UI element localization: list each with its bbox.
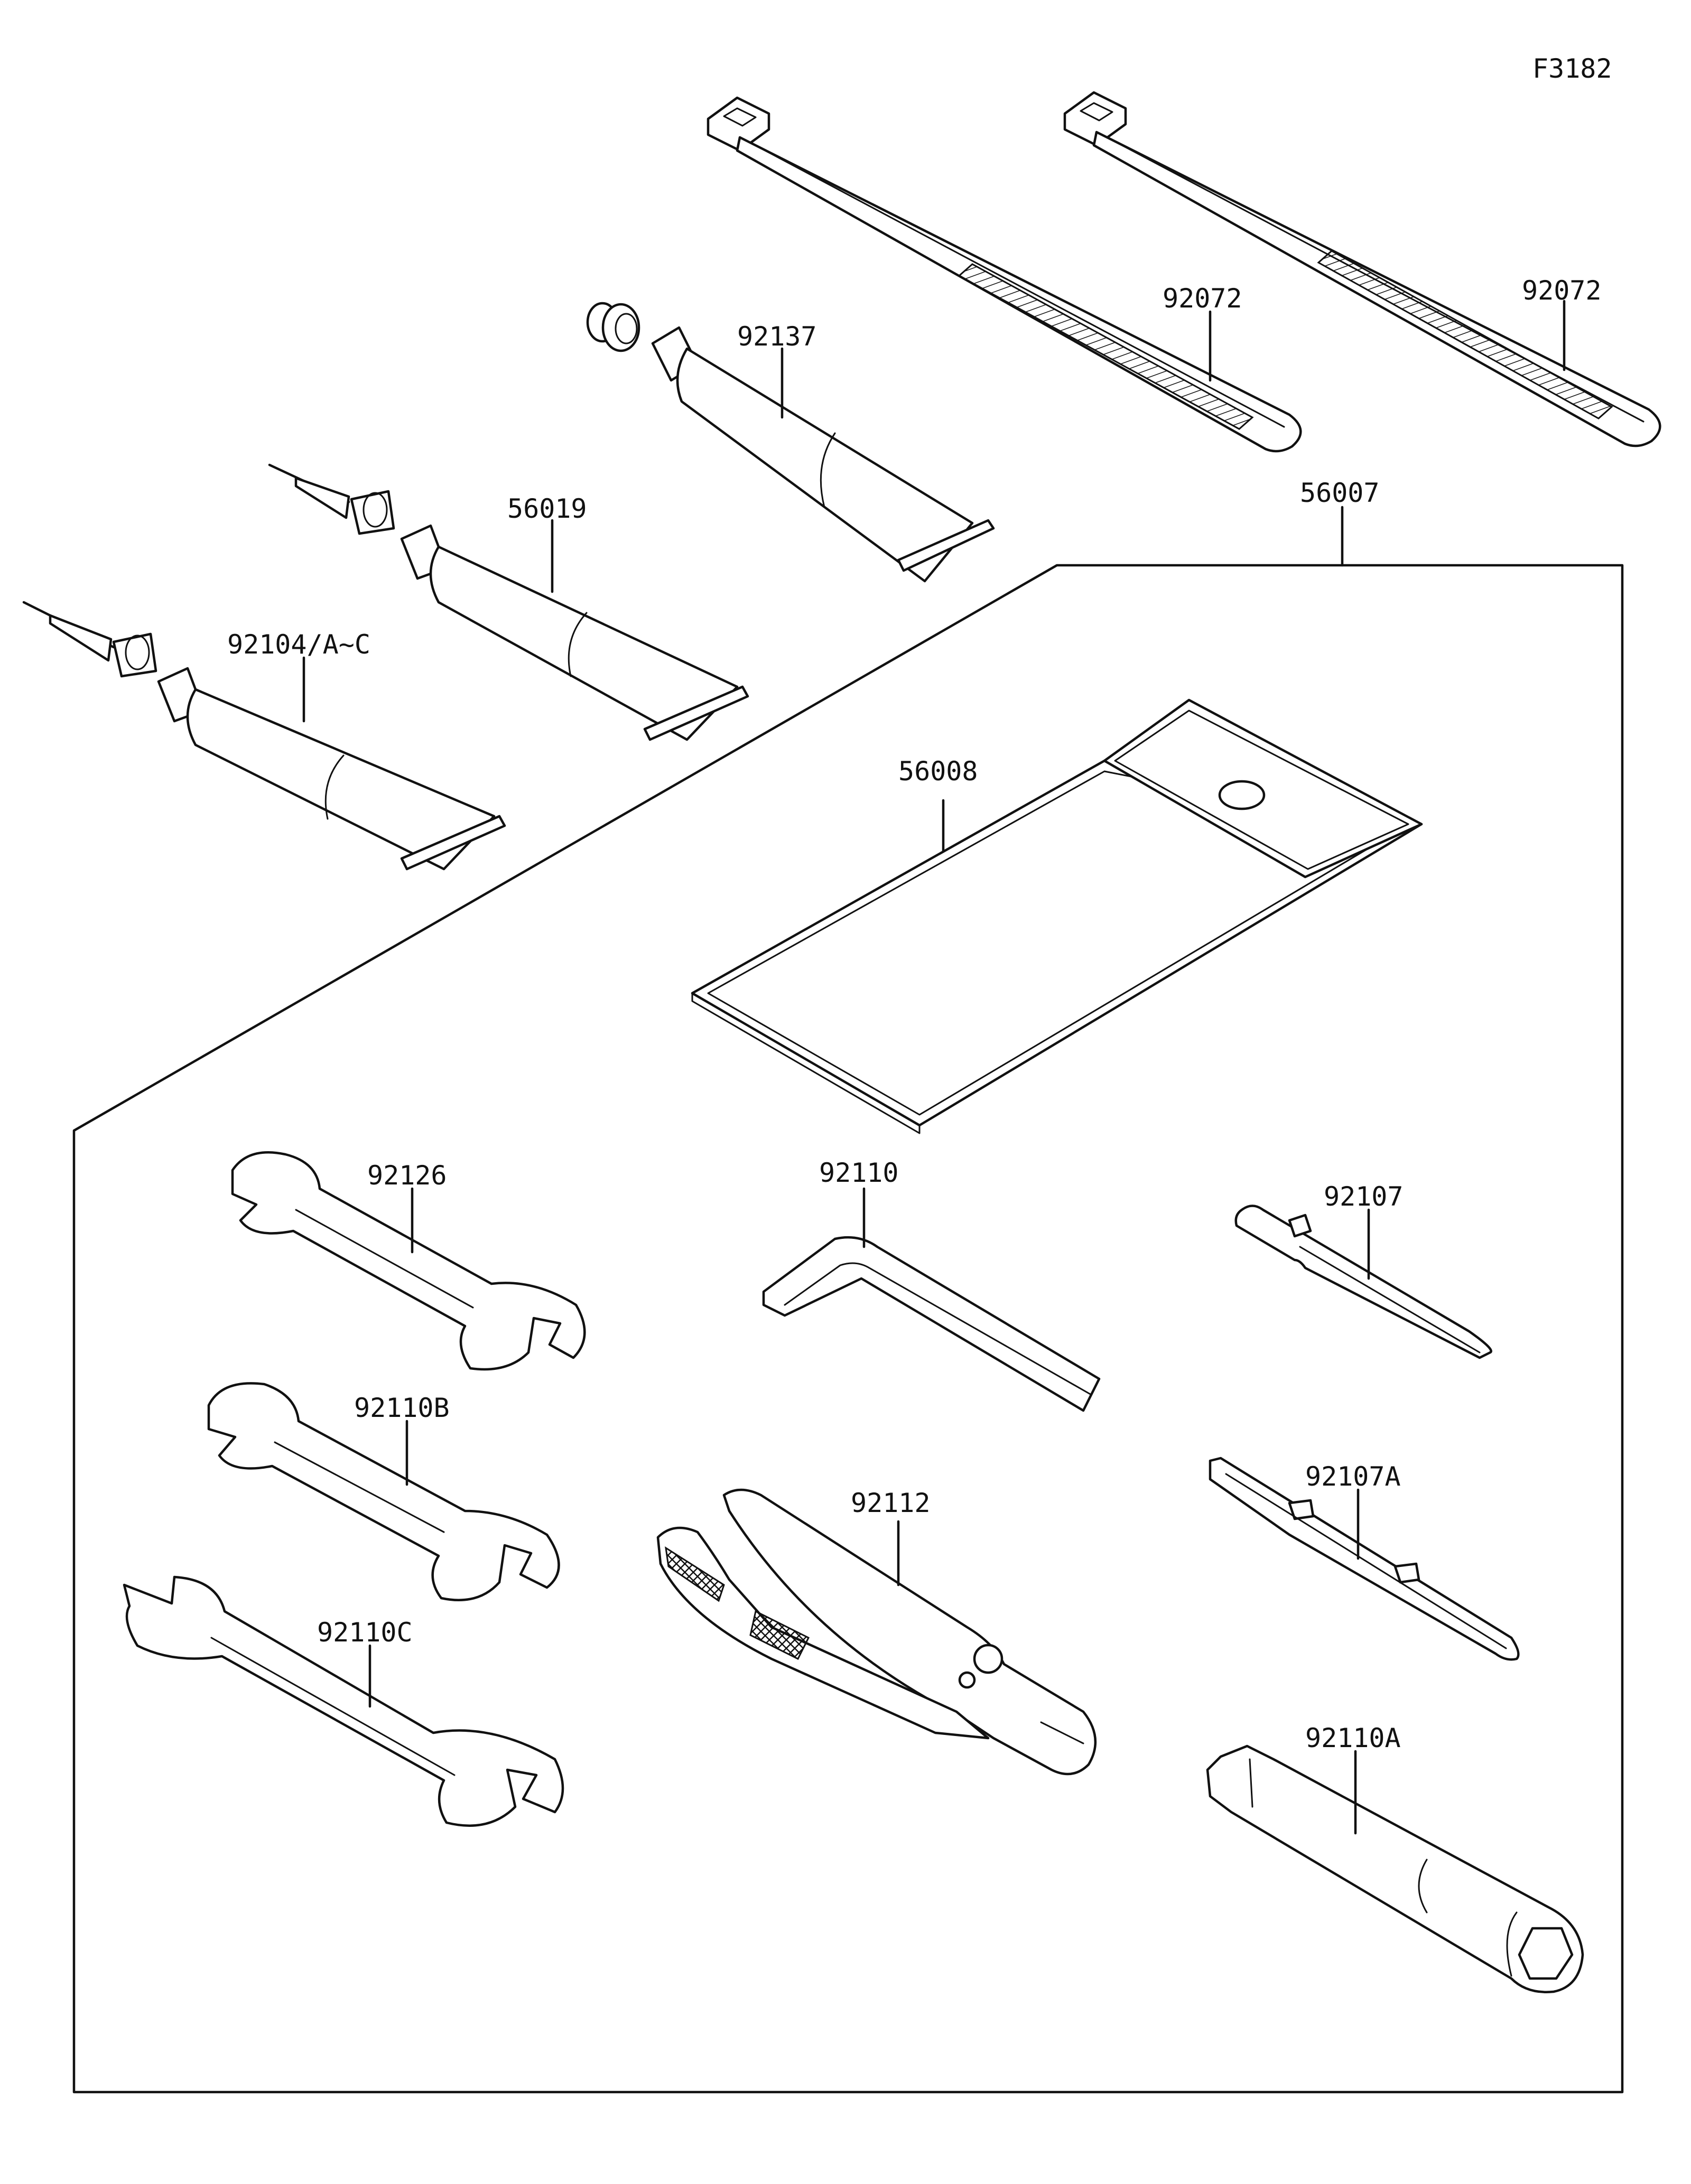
cable-tie-right	[1063, 91, 1661, 447]
part-number-tool-kit: 56007	[1300, 478, 1380, 508]
part-number-wrench-bottom: 92110C	[317, 1617, 413, 1648]
spark-plug-wrench	[1206, 1744, 1584, 1993]
part-number-spark-plug-wrench: 92110A	[1305, 1723, 1401, 1753]
grease-tube	[586, 302, 995, 583]
hex-key	[762, 1236, 1101, 1412]
part-number-hex-key: 92110	[819, 1158, 899, 1188]
part-number-wrench-top: 92126	[367, 1160, 447, 1191]
sealant-tube	[268, 463, 749, 741]
part-number-bond-tube: 92104/A~C	[227, 629, 370, 660]
wrench-92126	[231, 1151, 586, 1371]
part-number-cable-tie-right: 92072	[1522, 275, 1602, 306]
cable-tie-left	[707, 96, 1302, 453]
screwdriver-bit	[1234, 1205, 1492, 1359]
part-number-grease-tube: 92137	[737, 321, 817, 352]
pliers	[656, 1488, 1097, 1776]
part-number-wrench-middle: 92110B	[354, 1393, 450, 1423]
wrench-92110C	[123, 1575, 564, 1827]
part-number-cable-tie-left: 92072	[1163, 283, 1242, 314]
wrench-92110B	[207, 1382, 560, 1601]
figure-code: F3182	[1532, 53, 1612, 84]
tool-kit-boundary	[72, 564, 1624, 2094]
leader-lines	[302, 300, 1566, 1835]
tool-bag	[691, 698, 1423, 1134]
part-number-tool-bag: 56008	[898, 756, 978, 787]
bond-tube	[22, 601, 506, 871]
part-number-screwdriver-grip: 92107A	[1305, 1461, 1401, 1492]
part-number-screwdriver-bit: 92107	[1324, 1181, 1404, 1212]
part-number-pliers: 92112	[851, 1488, 931, 1518]
part-number-sealant-tube: 56019	[507, 493, 587, 524]
screwdriver-grip	[1209, 1457, 1520, 1661]
